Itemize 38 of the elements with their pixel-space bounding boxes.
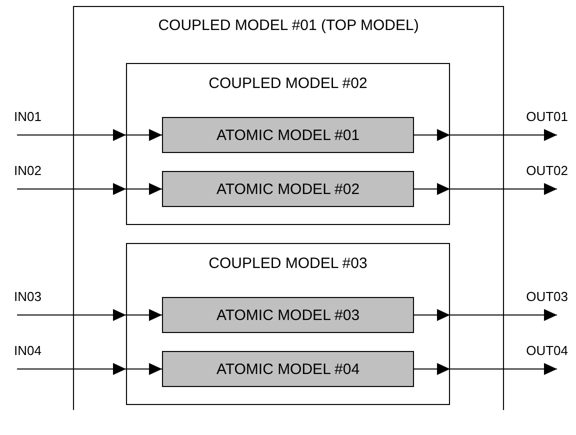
arrow — [126, 309, 162, 321]
model-title: ATOMIC MODEL #02 — [216, 180, 360, 198]
coupled-model-box — [126, 243, 450, 405]
port-label: IN03 — [14, 289, 42, 304]
atomic-model-box — [162, 171, 414, 207]
arrow — [16, 363, 126, 375]
port-label: IN04 — [14, 343, 42, 358]
port-label: OUT03 — [526, 289, 568, 304]
arrow — [450, 183, 558, 195]
arrow — [450, 363, 558, 375]
atomic-model-box — [162, 297, 414, 333]
model-title: ATOMIC MODEL #03 — [216, 306, 360, 324]
coupled-model-box — [73, 6, 504, 410]
arrow — [414, 183, 450, 195]
atomic-model-box — [162, 117, 414, 153]
arrow — [126, 363, 162, 375]
arrow — [414, 129, 450, 141]
arrow — [450, 309, 558, 321]
coupled-model-box — [126, 63, 450, 225]
port-label: IN02 — [14, 163, 42, 178]
arrow — [16, 129, 126, 141]
model-title: COUPLED MODEL #01 (TOP MODEL) — [157, 17, 420, 34]
arrow — [16, 183, 126, 195]
arrow — [126, 183, 162, 195]
arrow — [16, 309, 126, 321]
port-label: IN01 — [14, 109, 42, 124]
atomic-model-box — [162, 351, 414, 387]
port-label: OUT02 — [526, 163, 568, 178]
model-title: COUPLED MODEL #03 — [208, 255, 368, 272]
model-title: COUPLED MODEL #02 — [208, 75, 368, 92]
arrow — [450, 129, 558, 141]
arrow — [414, 363, 450, 375]
arrow — [126, 129, 162, 141]
port-label: OUT01 — [526, 109, 568, 124]
port-label: OUT04 — [526, 343, 568, 358]
model-title: ATOMIC MODEL #01 — [216, 126, 360, 144]
model-title: ATOMIC MODEL #04 — [216, 360, 360, 378]
arrow — [414, 309, 450, 321]
